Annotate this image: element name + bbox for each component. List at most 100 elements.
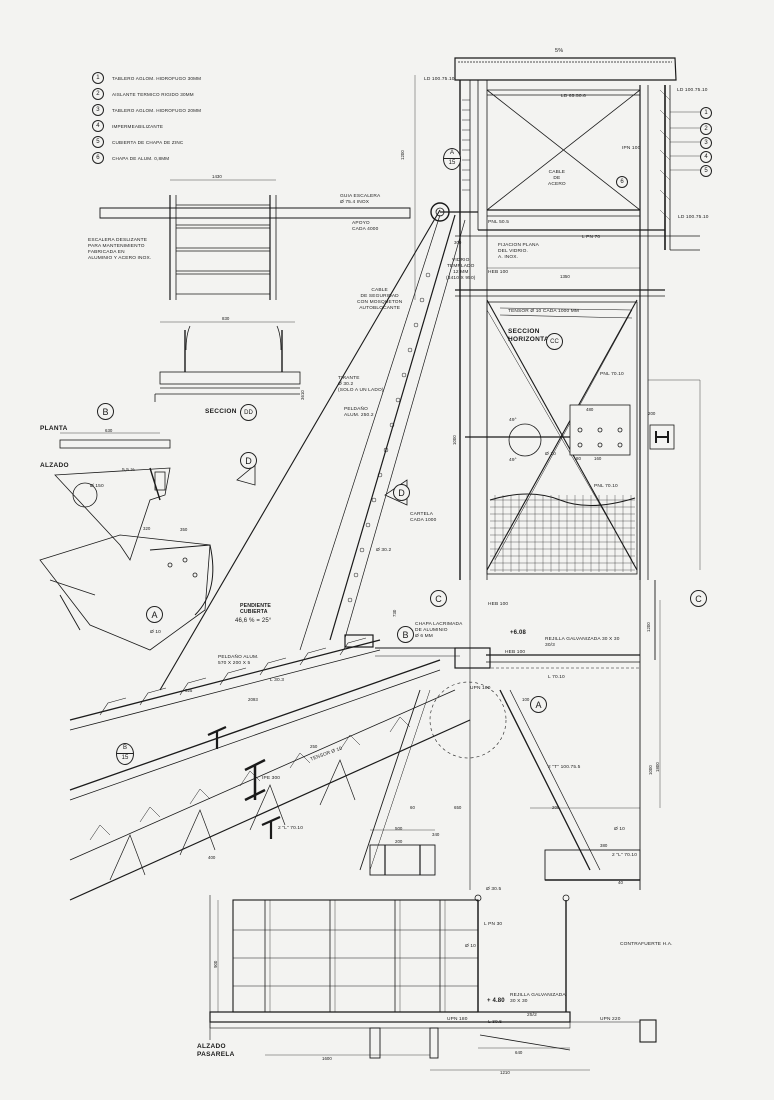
section-dd-detail bbox=[154, 321, 301, 402]
label-line: (SOLO A UN LADO) bbox=[338, 388, 384, 393]
label-line: Ø 75.4 INOX bbox=[340, 200, 370, 205]
legend-ref-6: 6 bbox=[616, 176, 628, 188]
dim-400: 400 bbox=[208, 855, 216, 860]
mesh-grating bbox=[490, 495, 635, 572]
dim-1800: 1800 bbox=[655, 762, 660, 772]
section-cc-bubble: CC bbox=[546, 333, 563, 350]
dim-300: 300 bbox=[454, 240, 462, 245]
heb100b-label: HEB 100 bbox=[488, 602, 509, 607]
ld-label-top-right: LD 100.75.10 bbox=[677, 88, 708, 93]
dim-1000: 1000 bbox=[452, 435, 457, 445]
level-bottom: + 4.80 bbox=[487, 998, 505, 1004]
legend-text: IMPERMEABILIZANTE bbox=[112, 123, 164, 129]
lpn30-label: L PN 30 bbox=[484, 922, 503, 927]
label-line: CHAPA LACRIMADA bbox=[415, 622, 463, 627]
dim-350: 350 bbox=[180, 527, 188, 532]
dim-60: 60 bbox=[410, 805, 415, 810]
dim-900: 900 bbox=[213, 960, 218, 968]
label-line: Ø 6 mm bbox=[415, 634, 433, 639]
phi10b-label: Ø 10 bbox=[545, 452, 556, 457]
peldano-alum-label: PELDAÑO ALUM.570 x 200 x 5 bbox=[218, 655, 259, 667]
label-line: CON MOSQUETON bbox=[357, 300, 403, 305]
detail-b-marker: B bbox=[97, 403, 114, 420]
label-line: DE ALUMINIO bbox=[415, 628, 448, 633]
roof-slope-label: 5% bbox=[555, 48, 564, 54]
seccion-horizontal-title: SECCION HORIZONTAL bbox=[508, 328, 553, 344]
dim-80: 80 bbox=[576, 456, 581, 461]
level-top: +6.08 bbox=[510, 630, 526, 636]
slope-value: 46,6 % = 25° bbox=[235, 618, 272, 624]
section-dd-title-text: SECCION bbox=[205, 408, 237, 415]
dim-1210: 1210 bbox=[500, 1070, 510, 1075]
dim-1430: 1430 bbox=[212, 174, 222, 179]
label-line: CADA 1000 bbox=[410, 518, 437, 523]
label-line: REJILLA GALVANIZADA bbox=[510, 993, 566, 998]
phi150-label: Ø 150 bbox=[90, 484, 104, 489]
detail-a-marker: A bbox=[146, 606, 163, 623]
section-c-marker-left: C bbox=[430, 590, 447, 607]
alzado-pasarela-title: ALZADO PASARELA bbox=[197, 1043, 235, 1059]
heb100c-label: HEB 100 bbox=[505, 650, 526, 655]
label-line: ACERO bbox=[548, 182, 566, 187]
ld1755-label: 2 "T" 100.75.5 bbox=[548, 765, 581, 770]
dim-730: 730 bbox=[392, 609, 397, 617]
dim-340: 340 bbox=[432, 832, 440, 837]
legend-text: AISLANTE TERMICO RIGIDO 30mm bbox=[112, 91, 194, 97]
l7010-label: L 70.10 bbox=[548, 675, 565, 680]
pnl70-label-b: PNL 70.10 bbox=[594, 484, 618, 489]
dim-200b: 200 bbox=[552, 805, 560, 810]
contrafuerte-label: CONTRAFUERTE H.A. bbox=[620, 942, 673, 947]
legend-number: 1 bbox=[92, 72, 104, 84]
title-line: ALZADO bbox=[197, 1043, 226, 1050]
section-dd-title: SECCION bbox=[205, 408, 237, 415]
dim-3610: 3610 bbox=[300, 390, 305, 400]
legend-ref-1: 1 bbox=[700, 107, 712, 119]
ref-bottom: 15 bbox=[444, 158, 460, 168]
alzado-title: ALZADO bbox=[40, 462, 69, 469]
dim-500: 500 bbox=[395, 826, 403, 831]
legend-number: 6 bbox=[92, 152, 104, 164]
label-line: TEMPLADO bbox=[446, 264, 475, 269]
ladder-note: ESCALERA DESLIZANTE PARA MANTENIMIENTO F… bbox=[88, 238, 151, 262]
dim-380: 380 bbox=[600, 843, 608, 848]
label-line: APOYO bbox=[352, 221, 370, 226]
walkway-elevation bbox=[209, 829, 657, 1071]
label-line: REJILLA GALVANIZADA 30 x 30 bbox=[545, 637, 620, 642]
dim-40: 40 bbox=[618, 880, 623, 885]
upn180-label: UPN 180 bbox=[470, 686, 491, 691]
lpn70-label: L PN 70 bbox=[582, 235, 601, 240]
ladder-note-line: PARA MANTENIMIENTO bbox=[88, 244, 145, 249]
legend-number: 5 bbox=[92, 136, 104, 148]
ipn100-label: IPN 100 bbox=[622, 146, 641, 151]
ref-bottom: 15 bbox=[117, 753, 133, 763]
section-dd-bubble: DD bbox=[240, 404, 257, 421]
detail-a-callout: A bbox=[530, 696, 547, 713]
l303-label: L 30.3 bbox=[270, 678, 285, 683]
slope-note: PENDIENTE CUBIERTA bbox=[240, 603, 271, 615]
legend-text: TABLERO AGLOM. HIDROFUGO 30mm bbox=[112, 75, 202, 81]
ipe300-label: IPE 300 bbox=[262, 776, 281, 781]
ld-label-top-left: LD 100.75.10 bbox=[424, 77, 455, 82]
ld-label-mid: LD 65.50.6 bbox=[561, 94, 586, 99]
dim-320: 320 bbox=[143, 526, 151, 531]
label-line: 30/3 bbox=[545, 643, 555, 648]
heb100-label: HEB 100 bbox=[488, 270, 509, 275]
label-line: CABLE bbox=[548, 170, 566, 175]
legend-text: TABLERO AGLOM. HIDROFUGO 20mm bbox=[112, 107, 202, 113]
ladder-note-line: ALUMINIO Y ACERO INOX. bbox=[88, 256, 152, 261]
label-line: TIRANTE bbox=[338, 376, 360, 381]
angle-49-b: 49° bbox=[509, 458, 517, 463]
phi10c-label: Ø 10 bbox=[150, 630, 161, 635]
